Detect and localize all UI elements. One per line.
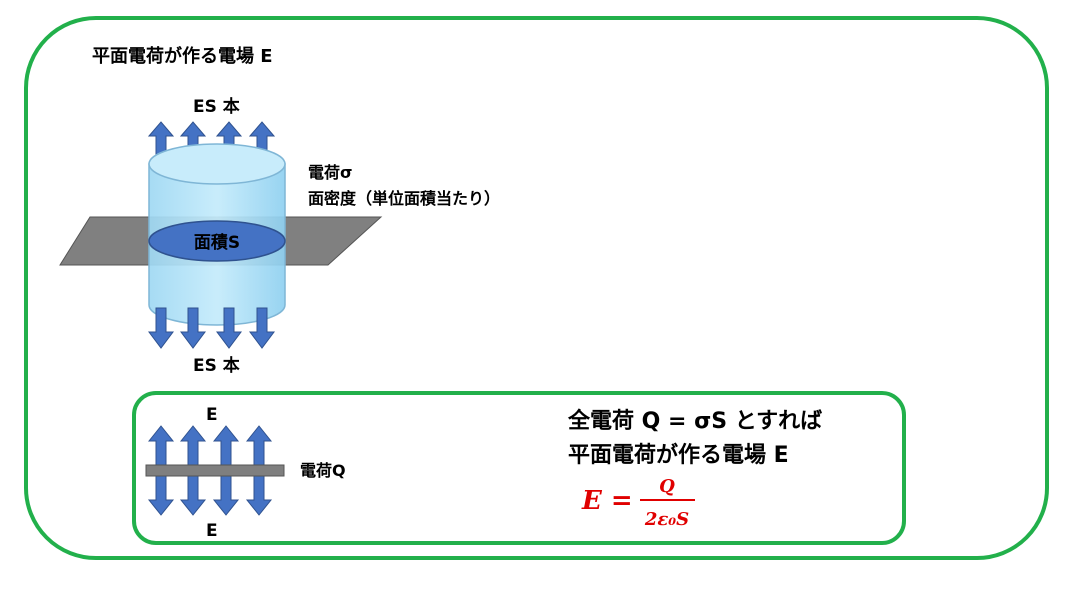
formula-denominator: 2ε₀S [644,509,689,530]
surface-density-label: 面密度（単位面積当たり） [308,189,500,208]
es-top-label: ES 本 [193,96,240,117]
e-top-label: E [206,405,218,425]
arrow-down-icon [148,307,174,349]
area-label: 面積S [194,232,240,253]
arrow-down-icon [212,473,240,516]
charged-plate [145,464,285,477]
inner-frame [132,391,906,545]
upward-flux-arrows [147,121,276,161]
arrow-up-icon [212,425,240,467]
outer-frame [24,16,1049,560]
arrow-down-icon [216,307,242,349]
formula-lhs: E = [581,486,633,516]
arrow-down-icon [249,307,275,349]
field-heading-line: 平面電荷が作る電場 E [568,442,789,468]
charge-sigma-label: 電荷σ [308,163,352,182]
area-ellipse [148,220,286,262]
page-title: 平面電荷が作る電場 E [92,45,273,67]
formula-numerator: Q [659,476,675,497]
arrow-up-icon [248,121,276,161]
field-formula: E = Q 2ε₀S [581,476,695,530]
arrow-up-icon [245,425,273,467]
arrow-down-icon [180,307,206,349]
cylinder-top [148,143,286,185]
arrow-up-icon [147,121,175,161]
arrow-up-icon [147,425,175,467]
arrow-down-icon [179,473,207,516]
arrow-down-icon [245,473,273,516]
arrow-down-icon [147,473,175,516]
field-arrows [147,425,273,516]
downward-flux-arrows [148,307,275,349]
es-bottom-label: ES 本 [193,355,240,376]
total-charge-line: 全電荷 Q = σS とすれば [567,408,822,434]
arrow-up-icon [179,425,207,467]
charge-q-label: 電荷Q [300,461,346,480]
e-bottom-label: E [206,521,218,541]
